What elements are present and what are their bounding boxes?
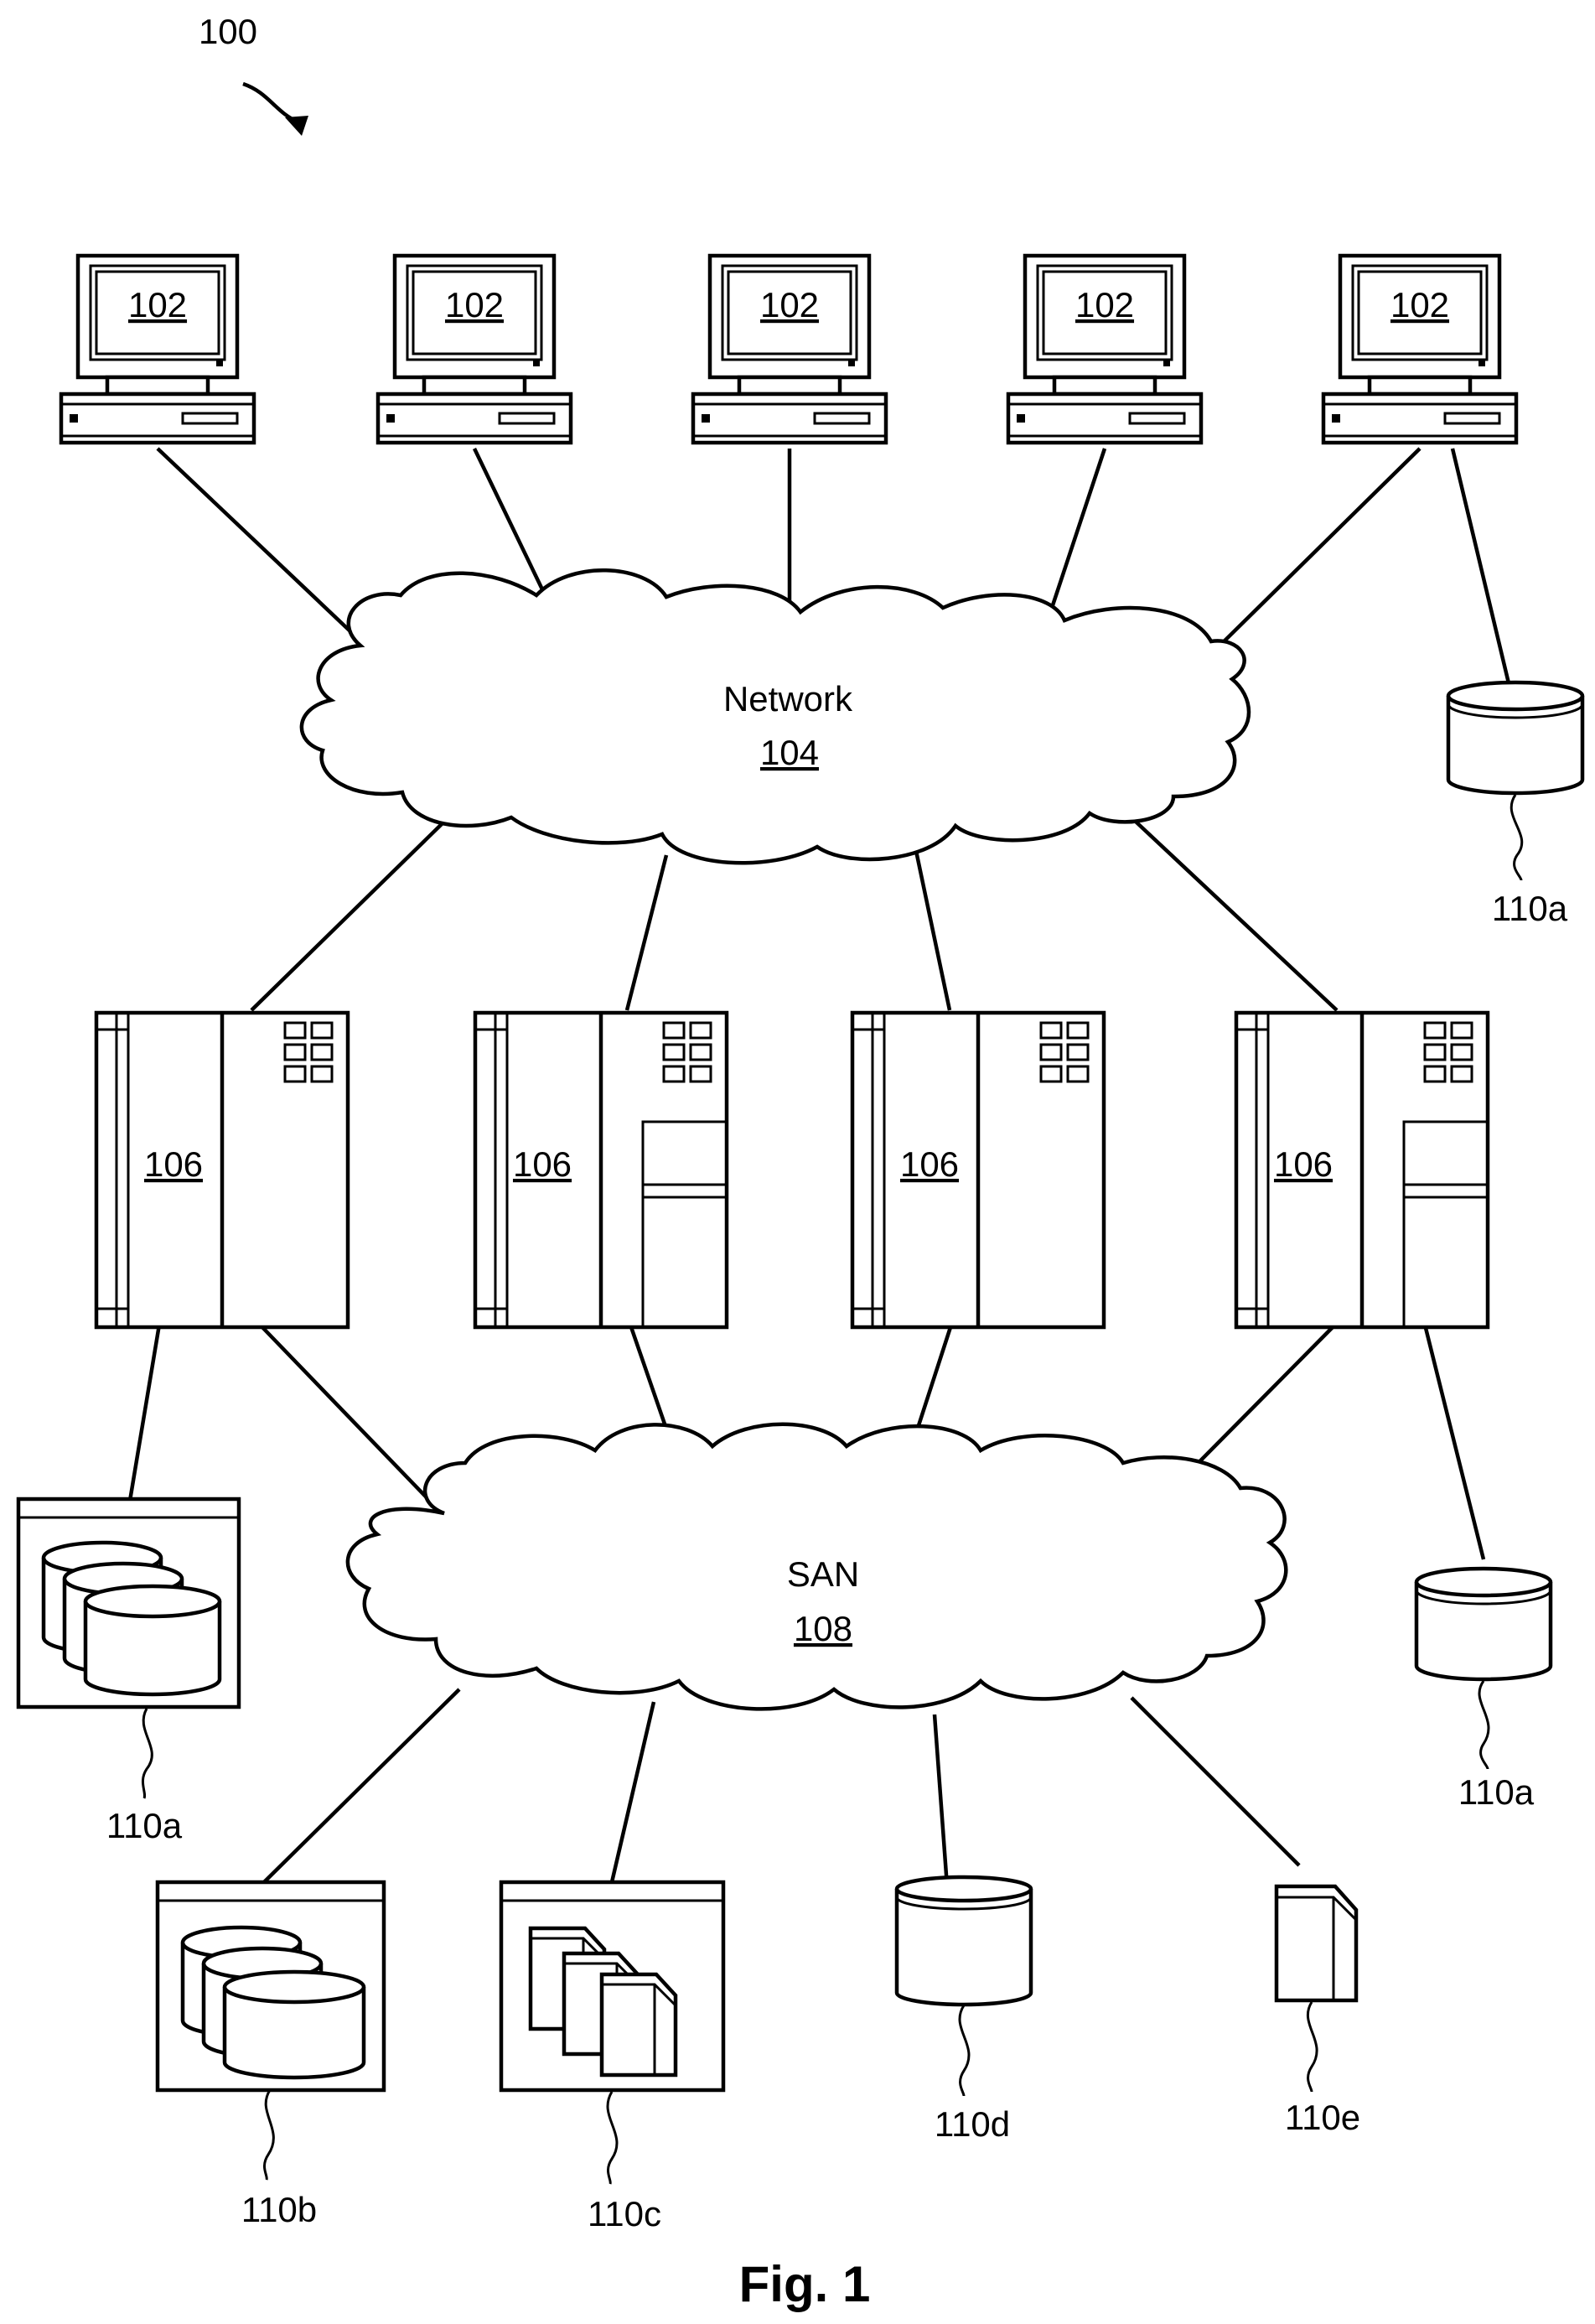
- storage-ref: 110b: [241, 2190, 317, 2229]
- server: 106: [96, 1013, 348, 1327]
- storage-ref: 110e: [1285, 2098, 1360, 2137]
- storage-disk: [1416, 1569, 1551, 1679]
- storage-array: [18, 1499, 239, 1707]
- storage-ref: 110a: [1458, 1772, 1535, 1812]
- storage-ref: 110a: [1492, 889, 1568, 928]
- server-ref: 106: [1274, 1144, 1333, 1184]
- computer: 102: [1323, 256, 1516, 443]
- network-name: Network: [723, 679, 853, 718]
- computer-ref: 102: [128, 285, 187, 324]
- leader-line: [142, 1709, 152, 1798]
- network-cloud: Network 104: [302, 570, 1249, 863]
- computer-ref: 102: [1390, 285, 1449, 324]
- tape-library: [501, 1882, 723, 2090]
- storage-disk: [897, 1877, 1031, 2005]
- computer-ref: 102: [760, 285, 819, 324]
- computer: 102: [693, 256, 886, 443]
- network-ref: 104: [760, 733, 819, 772]
- tape-cartridge: [1277, 1886, 1356, 2000]
- leader-line: [1511, 795, 1522, 880]
- storage-ref: 110c: [588, 2194, 661, 2233]
- computer-ref: 102: [445, 285, 504, 324]
- figure-ref-arrowhead: [285, 116, 308, 136]
- computer: 102: [61, 256, 254, 443]
- computer-ref: 102: [1075, 285, 1134, 324]
- leader-line: [264, 2090, 273, 2180]
- leader-line: [960, 2005, 969, 2096]
- figure-ref: 100: [199, 12, 257, 51]
- storage-ref: 110d: [935, 2104, 1010, 2144]
- figure-caption: Fig. 1: [739, 2256, 871, 2312]
- server-ref: 106: [900, 1144, 959, 1184]
- computer: 102: [1008, 256, 1201, 443]
- san-name: SAN: [787, 1554, 859, 1594]
- san-ref: 108: [794, 1609, 852, 1648]
- storage-disk: [1448, 682, 1582, 793]
- leader-line: [1479, 1681, 1489, 1769]
- server: 106: [475, 1013, 727, 1327]
- leader-line: [608, 2092, 617, 2184]
- san-cloud: SAN 108: [348, 1424, 1286, 1709]
- storage-array: [158, 1882, 384, 2090]
- leader-line: [1308, 2002, 1317, 2092]
- server-ref: 106: [513, 1144, 572, 1184]
- server: 106: [1236, 1013, 1488, 1327]
- computer: 102: [378, 256, 571, 443]
- figure-ref-arrow: [243, 84, 298, 122]
- server-ref: 106: [144, 1144, 203, 1184]
- server: 106: [852, 1013, 1104, 1327]
- storage-ref: 110a: [106, 1806, 183, 1845]
